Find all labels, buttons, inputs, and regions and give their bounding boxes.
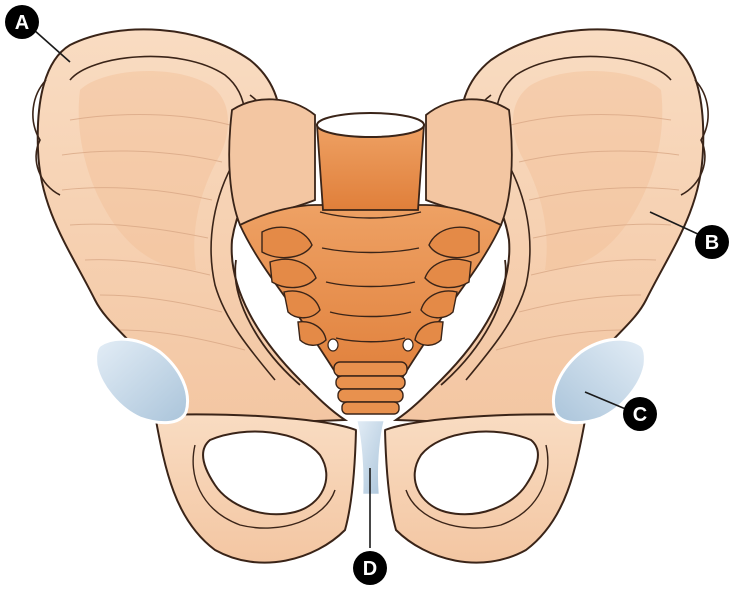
label-d-text: D [363, 558, 377, 580]
label-marker-c: C [623, 397, 657, 431]
label-c-text: C [633, 404, 647, 426]
label-marker-a: A [5, 5, 39, 39]
label-marker-d: D [353, 551, 387, 585]
coccyx [334, 362, 407, 414]
label-marker-b: B [695, 225, 729, 259]
label-b-text: B [705, 232, 719, 254]
leader-line-a [34, 30, 70, 62]
label-a-text: A [15, 12, 29, 34]
vertebral-top [317, 113, 424, 137]
